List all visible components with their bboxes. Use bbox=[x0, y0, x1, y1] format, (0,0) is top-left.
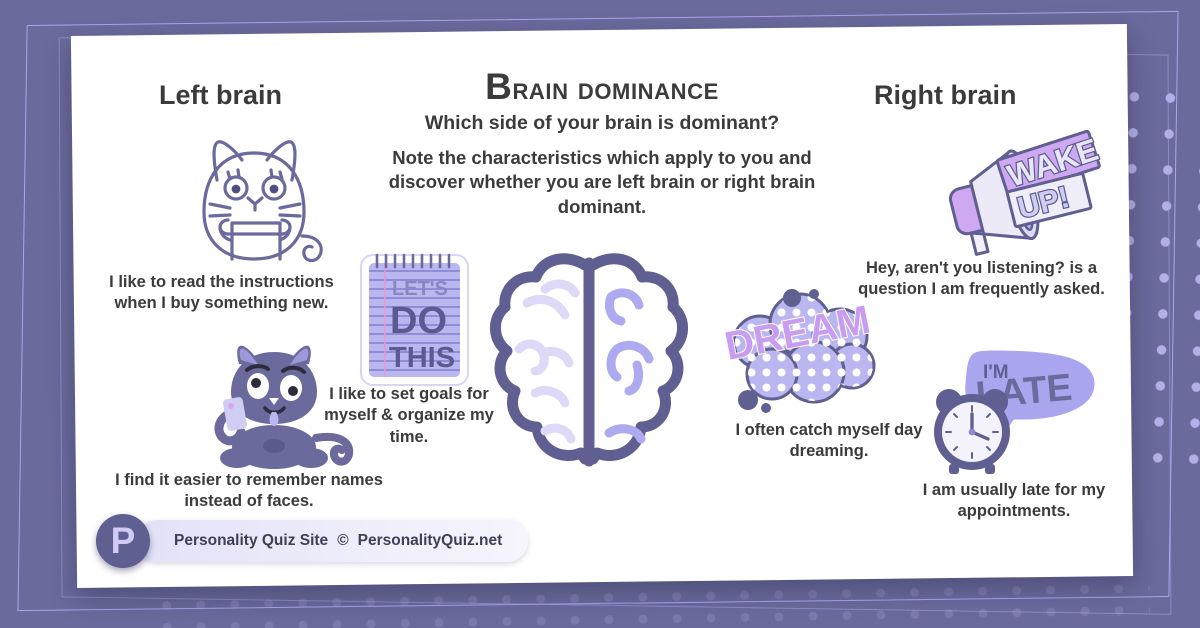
notepad-line1: LET'S bbox=[392, 278, 448, 300]
notepad-icon: LET'S DO THIS bbox=[352, 245, 477, 390]
logo-letter: P bbox=[110, 519, 136, 561]
alarm-clock-icon: I'M LATE bbox=[929, 340, 1109, 480]
megaphone-icon: WAKE UP! bbox=[919, 125, 1104, 256]
trait-caption-read-instructions: I like to read the instructions when I b… bbox=[109, 273, 334, 313]
site-logo-badge[interactable]: P bbox=[96, 514, 150, 568]
trait-caption-remember-names: I find it easier to remember names inste… bbox=[115, 471, 383, 511]
page-title: Brain dominance bbox=[74, 66, 1130, 108]
page-intro-text: Note the characteristics which apply to … bbox=[388, 147, 816, 217]
trait-caption-day-dreaming: I often catch myself day dreaming. bbox=[735, 421, 923, 461]
late-line1: I'M bbox=[983, 362, 1009, 383]
brain-icon bbox=[489, 245, 689, 480]
sad-cat-phone-icon bbox=[179, 342, 374, 472]
title-first-letter: B bbox=[485, 66, 513, 107]
footer-credit-pill[interactable]: Personality Quiz Site © PersonalityQuiz.… bbox=[136, 520, 529, 562]
dream-cloud-icon: DREAM bbox=[714, 289, 894, 425]
infographic-card: Left brain Right brain Brain dominance W… bbox=[70, 24, 1134, 588]
trait-caption-not-listening: Hey, aren't you listening? is a question… bbox=[858, 259, 1105, 299]
cat-reading-icon bbox=[184, 128, 334, 273]
trait-caption-usually-late: I am usually late for my appointments. bbox=[922, 481, 1106, 521]
title-rest: rain dominance bbox=[512, 71, 719, 106]
footer-domain: PersonalityQuiz.net bbox=[357, 532, 503, 549]
notepad-line2: DO bbox=[390, 300, 447, 342]
copyright-icon: © bbox=[337, 532, 349, 549]
footer-site-name: Personality Quiz Site bbox=[174, 532, 329, 549]
notepad-line3: THIS bbox=[389, 342, 455, 374]
footer: P Personality Quiz Site © PersonalityQui… bbox=[96, 514, 529, 568]
